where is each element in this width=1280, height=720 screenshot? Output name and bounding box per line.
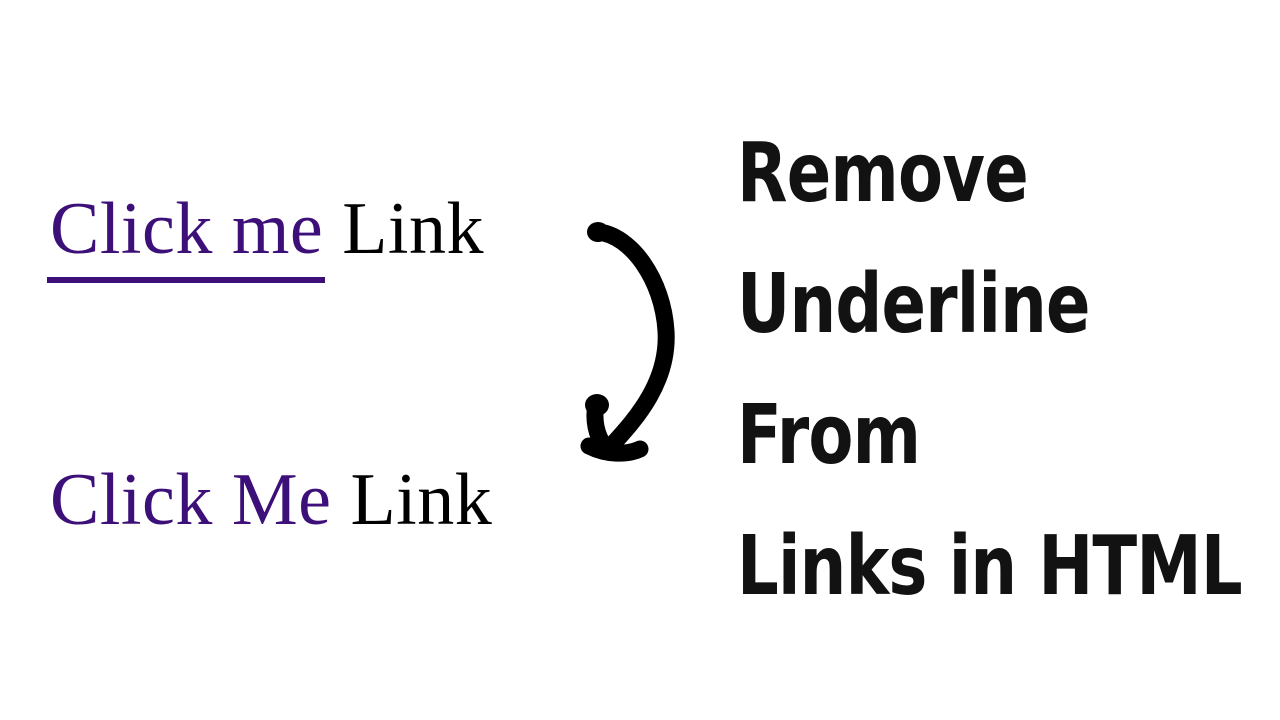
click-me-plain-link[interactable]: Click Me: [50, 459, 331, 541]
link-underline-bar: [47, 277, 326, 283]
underlined-example-trailing-word: Link: [323, 188, 484, 270]
underlined-link-example-line: Click me Link: [47, 192, 484, 283]
click-me-underlined-link[interactable]: Click me: [47, 188, 326, 283]
headline-line-2: Underline: [737, 257, 1091, 352]
headline-line-4: Links in HTML: [737, 519, 1243, 614]
click-me-plain-link-label: Click Me: [50, 459, 332, 541]
curved-arrow-icon: [580, 222, 675, 462]
click-me-underlined-link-label: Click me: [50, 188, 324, 270]
headline-line-3: From: [737, 388, 921, 483]
headline-line-1: Remove: [737, 126, 1029, 221]
plain-example-trailing-word: Link: [331, 459, 493, 541]
headline-block: Remove Underline From Links in HTML: [737, 108, 1257, 632]
plain-link-example-line: Click Me Link: [50, 463, 492, 537]
